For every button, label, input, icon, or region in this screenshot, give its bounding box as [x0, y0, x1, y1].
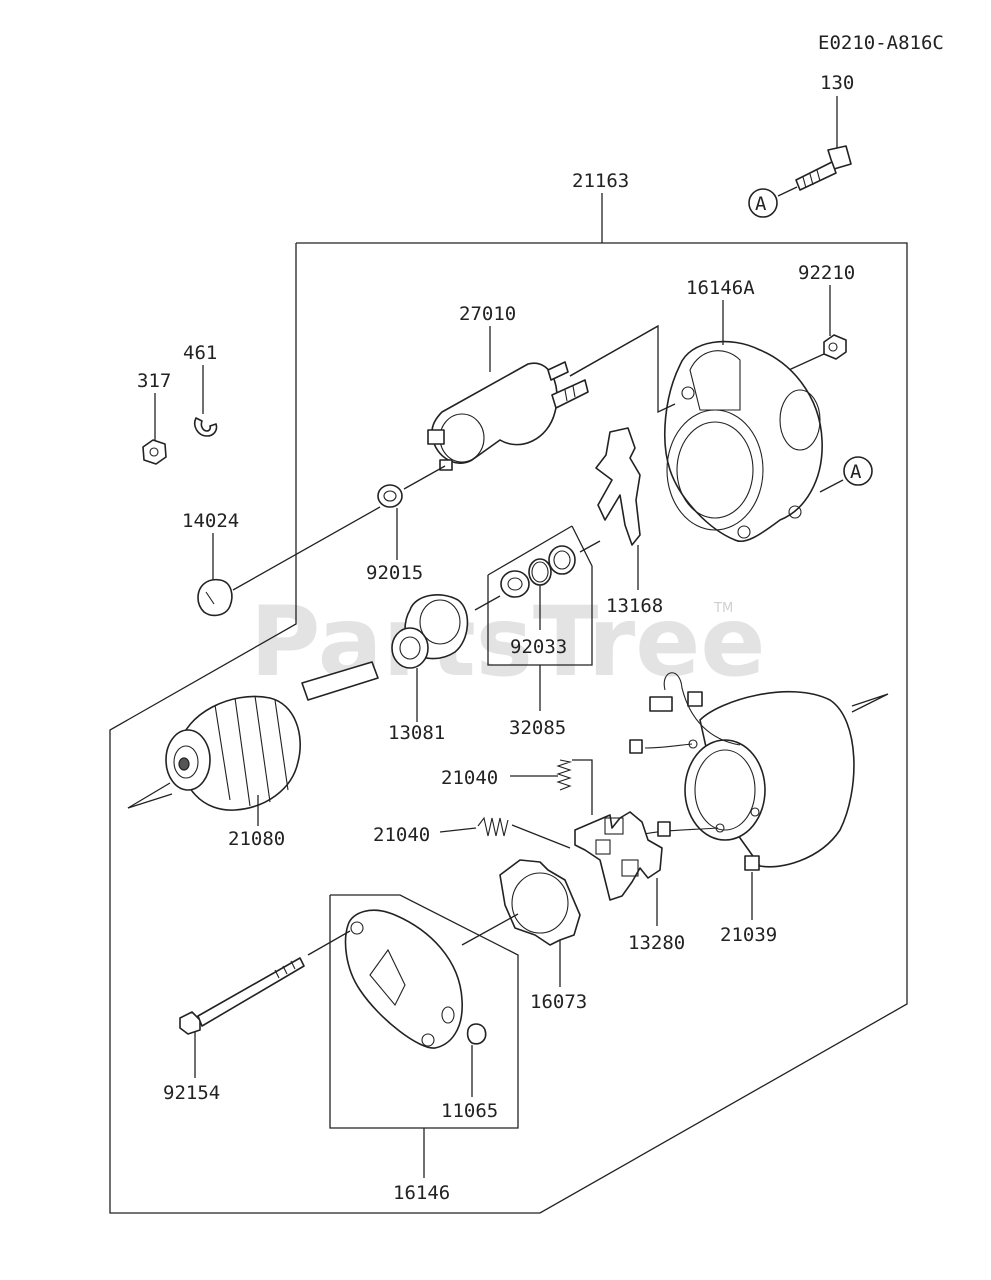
- nut-92210-part[interactable]: [823, 334, 847, 360]
- label-11065[interactable]: 11065: [441, 1100, 498, 1122]
- watermark-trademark: TM: [713, 601, 733, 616]
- label-16146[interactable]: 16146: [393, 1182, 450, 1204]
- shaft-line-92033: [474, 595, 501, 611]
- washer-461-part[interactable]: [193, 417, 218, 437]
- label-130[interactable]: 130: [820, 72, 854, 94]
- cover-link-line: [461, 913, 519, 946]
- axis-right: [851, 693, 889, 713]
- axis-left-b: [127, 793, 173, 809]
- label-14024[interactable]: 14024: [182, 510, 239, 532]
- label-16073[interactable]: 16073: [530, 991, 587, 1013]
- label-13168[interactable]: 13168: [606, 595, 663, 617]
- bolt-link-line: [307, 930, 351, 956]
- label-461[interactable]: 461: [183, 342, 217, 364]
- bracket-32085: [487, 525, 593, 666]
- plug-11065-part[interactable]: [466, 1023, 487, 1045]
- spring-21040-upper-part[interactable]: [556, 759, 573, 791]
- plate-16073-part[interactable]: [499, 859, 581, 946]
- housing-16146a-part[interactable]: [664, 340, 823, 542]
- label-92154[interactable]: 92154: [163, 1082, 220, 1104]
- shaft-line-92015: [403, 465, 446, 490]
- leader-housing-link: [569, 324, 676, 414]
- solenoid-27010-part[interactable]: [427, 361, 589, 471]
- leader-21040-upper-b: [572, 759, 593, 815]
- label-16146a[interactable]: 16146A: [686, 277, 755, 299]
- label-92033[interactable]: 92033: [510, 636, 567, 658]
- bracket-32085-top: [487, 525, 573, 576]
- callout-a-top: A: [748, 188, 778, 218]
- nut-317-part[interactable]: [142, 439, 167, 465]
- end-cover-part[interactable]: [344, 909, 463, 1049]
- bolt-92154-part[interactable]: [179, 957, 305, 1035]
- shaft-line-14024: [232, 506, 381, 591]
- label-21040-upper[interactable]: 21040: [441, 767, 498, 789]
- spring-21040-lower-part[interactable]: [477, 816, 509, 837]
- label-317[interactable]: 317: [137, 370, 171, 392]
- armature-21080-part[interactable]: [165, 661, 379, 811]
- bushing-92015-part[interactable]: [377, 484, 403, 508]
- callout-a-side: A: [843, 456, 873, 486]
- label-92015[interactable]: 92015: [366, 562, 423, 584]
- leader-21040-lower-b: [511, 824, 571, 849]
- lever-13168-part[interactable]: [595, 427, 641, 546]
- label-92210[interactable]: 92210: [798, 262, 855, 284]
- label-21040-lower[interactable]: 21040: [373, 824, 430, 846]
- label-27010[interactable]: 27010: [459, 303, 516, 325]
- leader-27010-b: [569, 325, 659, 377]
- leader-130-a: [777, 186, 798, 197]
- diagram-code: E0210-A816C: [818, 32, 944, 54]
- assembly-outline: [109, 242, 908, 1214]
- label-13280[interactable]: 13280: [628, 932, 685, 954]
- label-21080[interactable]: 21080: [228, 828, 285, 850]
- shaft-line-13168: [579, 540, 601, 553]
- label-21039[interactable]: 21039: [720, 924, 777, 946]
- bracket-16146: [329, 894, 519, 1129]
- cap-14024-part[interactable]: [197, 578, 233, 617]
- ring-set-92033-part[interactable]: [500, 545, 576, 598]
- axis-left: [127, 782, 171, 809]
- label-13081[interactable]: 13081: [388, 722, 445, 744]
- brush-holder-13280-part[interactable]: [574, 811, 663, 901]
- svg-text:A: A: [850, 461, 862, 483]
- bolt-130-part[interactable]: [795, 145, 852, 191]
- label-21163[interactable]: 21163: [572, 170, 629, 192]
- leader-16146a-a: [819, 479, 844, 493]
- svg-text:A: A: [755, 193, 767, 215]
- leader-21040-lower: [439, 827, 477, 833]
- yoke-part[interactable]: [684, 690, 855, 868]
- clutch-13081-part[interactable]: [391, 594, 469, 669]
- label-32085[interactable]: 32085: [509, 717, 566, 739]
